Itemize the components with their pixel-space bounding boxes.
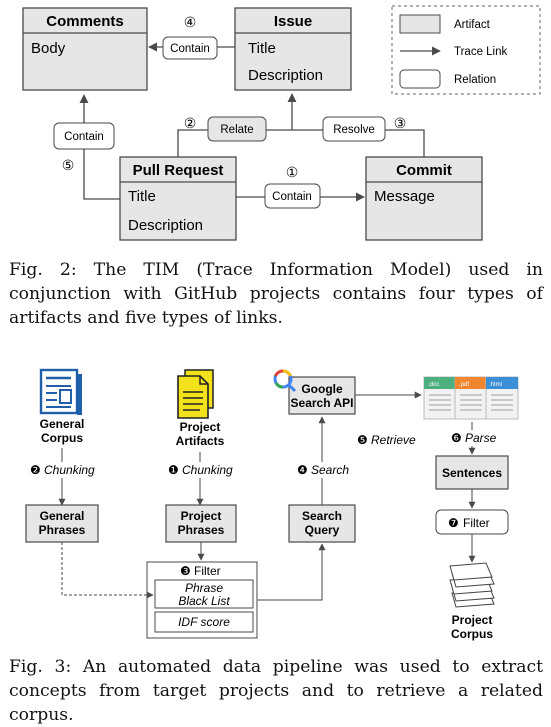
step-4: ④ [184, 14, 197, 30]
step-2-num: ❷ [30, 463, 41, 477]
step-1: ① [286, 164, 299, 180]
general-corpus-line2: Corpus [41, 431, 83, 445]
step-2: ② [184, 115, 197, 131]
comments-field-body: Body [31, 40, 66, 57]
project-artifacts-line2: Artifacts [176, 434, 225, 448]
search-label: Search [311, 463, 349, 477]
pull-request-artifact: Pull Request Title Description [119, 156, 237, 241]
step-7-num: ❼ [448, 516, 459, 530]
google-search-api: Google Search API [273, 369, 356, 415]
pull-request-title: Pull Request [133, 162, 224, 179]
legend-relation: Relation [454, 74, 496, 86]
fig2-caption: Fig. 2: The TIM (Trace Information Model… [9, 260, 543, 328]
project-phrases-box: Project Phrases [165, 504, 237, 543]
issue-artifact: Issue Title Description [234, 7, 352, 91]
pull-request-field-title: Title [128, 188, 156, 205]
search-query-box: Search Query [288, 504, 356, 543]
chunking-mid-label: Chunking [182, 463, 233, 477]
filter-main-box: ❸ Filter Phrase Black List IDF score [146, 561, 258, 639]
general-corpus-line1: General [40, 417, 85, 431]
filter-main-label: Filter [194, 564, 221, 578]
relation-contain-left: Contain [64, 131, 104, 143]
step-3-num: ❸ [180, 564, 191, 578]
fig3-diagram: General Corpus Project Artifacts Google … [25, 368, 519, 641]
search-query-line1: Search [302, 509, 342, 523]
general-phrases-line2: Phrases [39, 523, 86, 537]
project-artifacts-line1: Project [180, 420, 221, 434]
issue-title: Issue [274, 13, 312, 30]
phrase-black-list-line1: Phrase [185, 581, 223, 595]
pull-request-field-description: Description [128, 217, 203, 234]
step-1-num: ❶ [168, 463, 179, 477]
issue-field-description: Description [248, 67, 323, 84]
relation-contain-top: Contain [170, 43, 210, 55]
general-phrases-box: General Phrases [25, 504, 99, 543]
fig2-diagram: Comments Body Issue Title Description Ar… [22, 5, 541, 241]
parse-label: Parse [465, 431, 497, 445]
pdf-file-icon: .pdf [454, 376, 488, 420]
step-4-num: ❹ [297, 463, 308, 477]
filter-right-label: Filter [463, 516, 490, 530]
pdf-tab-label: .pdf [459, 382, 469, 388]
retrieve-label: Retrieve [371, 433, 416, 447]
doc-tab-label: .doc [428, 382, 439, 388]
google-api-line2: Search API [291, 396, 354, 410]
step-3: ③ [394, 115, 407, 131]
project-phrases-line1: Project [181, 509, 222, 523]
project-files-icon [177, 369, 214, 419]
commit-artifact: Commit Message [365, 156, 483, 241]
html-tab-label: .html [489, 382, 502, 388]
sentences-label: Sentences [442, 466, 502, 480]
google-api-line1: Google [301, 382, 343, 396]
legend-trace-link: Trace Link [454, 46, 508, 58]
chunking-left-label: Chunking [44, 463, 95, 477]
project-corpus-line2: Corpus [451, 627, 493, 641]
web-documents-icon: .doc .pdf .html [423, 376, 519, 420]
idf-score-label: IDF score [178, 615, 230, 629]
step-5: ⑤ [62, 157, 75, 173]
newspaper-icon [39, 368, 82, 415]
legend: Artifact Trace Link Relation [391, 5, 541, 95]
comments-title: Comments [46, 13, 124, 30]
legend-artifact: Artifact [454, 19, 491, 31]
figure-canvas: Comments Body Issue Title Description Ar… [22, 5, 541, 641]
html-file-icon: .html [485, 376, 519, 420]
relation-relate: Relate [220, 124, 253, 136]
relation-contain-mid: Contain [272, 191, 312, 203]
project-phrases-line2: Phrases [178, 523, 225, 537]
comments-artifact: Comments Body [22, 7, 148, 91]
fig3-caption: Fig. 3: An automated data pipeline was u… [9, 657, 543, 725]
search-query-line2: Query [305, 523, 340, 537]
sentences-box: Sentences [435, 455, 509, 490]
step-5-num: ❺ [357, 433, 368, 447]
phrase-black-list-line2: Black List [178, 594, 230, 608]
general-phrases-line1: General [40, 509, 85, 523]
step-6-num: ❻ [451, 431, 462, 445]
issue-field-title: Title [248, 40, 276, 57]
commit-field-message: Message [374, 188, 435, 205]
doc-file-icon: .doc [423, 376, 457, 420]
commit-title: Commit [396, 162, 452, 179]
filter-right-box: ❼ Filter [435, 509, 509, 535]
paper-stack-icon [449, 562, 495, 608]
project-corpus-line1: Project [452, 613, 493, 627]
relation-resolve: Resolve [333, 124, 375, 136]
